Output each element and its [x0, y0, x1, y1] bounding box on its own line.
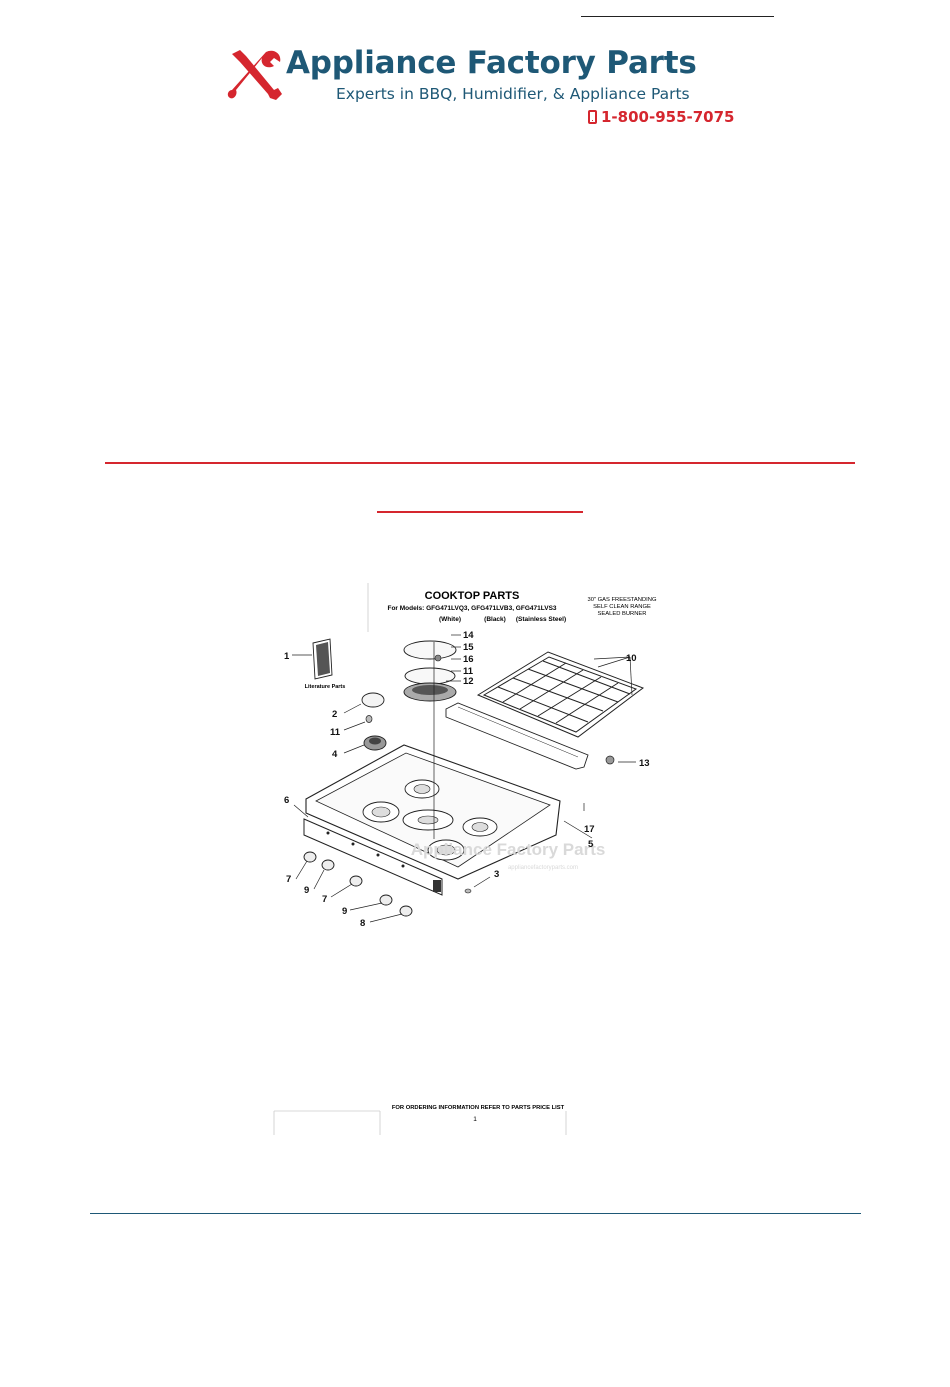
finish-black: (Black) — [484, 616, 506, 623]
callout-17: 17 — [584, 824, 595, 835]
range-info-1: 30" GAS FREESTANDING — [588, 597, 657, 603]
finish-stainless: (Stainless Steel) — [516, 616, 566, 623]
control-knobs — [303, 851, 413, 917]
callout-2: 2 — [332, 709, 337, 720]
brand-tagline: Experts in BBQ, Humidifier, & Appliance … — [336, 85, 690, 103]
callout-11a: 11 — [330, 727, 341, 738]
models-line: For Models: GFG471LVQ3, GFG471LVB3, GFG4… — [387, 605, 556, 612]
diagram-watermark: Appliance Factory Parts — [411, 840, 606, 859]
literature-label: Literature Parts — [305, 684, 346, 690]
finish-white: (White) — [439, 616, 461, 623]
footer-divider — [90, 1213, 861, 1214]
callout-14: 14 — [463, 630, 474, 641]
header-underline — [581, 16, 774, 17]
callout-13: 13 — [639, 758, 650, 769]
manifold-panel — [303, 818, 443, 896]
callout-7a: 7 — [286, 874, 291, 885]
callout-9a: 9 — [304, 885, 309, 896]
callout-12: 12 — [463, 676, 474, 687]
burner-base — [363, 735, 387, 751]
burner-cap — [361, 692, 385, 708]
callout-10: 10 — [626, 653, 637, 664]
red-divider — [105, 462, 855, 464]
callout-15: 15 — [463, 642, 474, 653]
callout-6: 6 — [284, 795, 289, 806]
diagram-page-number: 1 — [473, 1116, 477, 1123]
callout-numbers: 1 2 11 4 6 7 9 7 9 8 14 15 16 11 12 10 1… — [284, 630, 650, 929]
callout-11b: 11 — [463, 666, 474, 677]
cooktop-panel — [305, 744, 561, 880]
nut — [605, 755, 615, 765]
burner-grates — [476, 651, 645, 738]
rear-trim — [445, 702, 589, 770]
exploded-view-drawing: COOKTOP PARTS For Models: GFG471LVQ3, GF… — [258, 577, 666, 1135]
callout-16: 16 — [463, 654, 474, 665]
brand-name: Appliance Factory Parts — [286, 45, 697, 81]
wrench-screwdriver-logo-icon — [227, 50, 282, 100]
red-short-underline — [377, 511, 583, 513]
diagram-title: COOKTOP PARTS — [425, 590, 520, 602]
callout-5: 5 — [588, 839, 594, 850]
range-info-3: SEALED BURNER — [598, 611, 647, 617]
callout-9b: 9 — [342, 906, 347, 917]
phone-number[interactable]: 1-800-955-7075 — [588, 108, 734, 126]
callout-4: 4 — [332, 749, 338, 760]
ordering-note: FOR ORDERING INFORMATION REFER TO PARTS … — [392, 1105, 565, 1111]
callout-1: 1 — [284, 651, 290, 662]
callout-8: 8 — [360, 918, 365, 929]
cooktop-parts-diagram: COOKTOP PARTS For Models: GFG471LVQ3, GF… — [258, 577, 666, 1135]
phone-number-text: 1-800-955-7075 — [601, 108, 735, 126]
callout-3: 3 — [494, 869, 499, 880]
callout-7b: 7 — [322, 894, 327, 905]
phone-icon — [588, 110, 597, 124]
diagram-watermark-url: appliancefactoryparts.com — [508, 865, 578, 871]
literature-booklet: Literature Parts — [305, 638, 346, 690]
range-info-2: SELF CLEAN RANGE — [593, 604, 651, 610]
